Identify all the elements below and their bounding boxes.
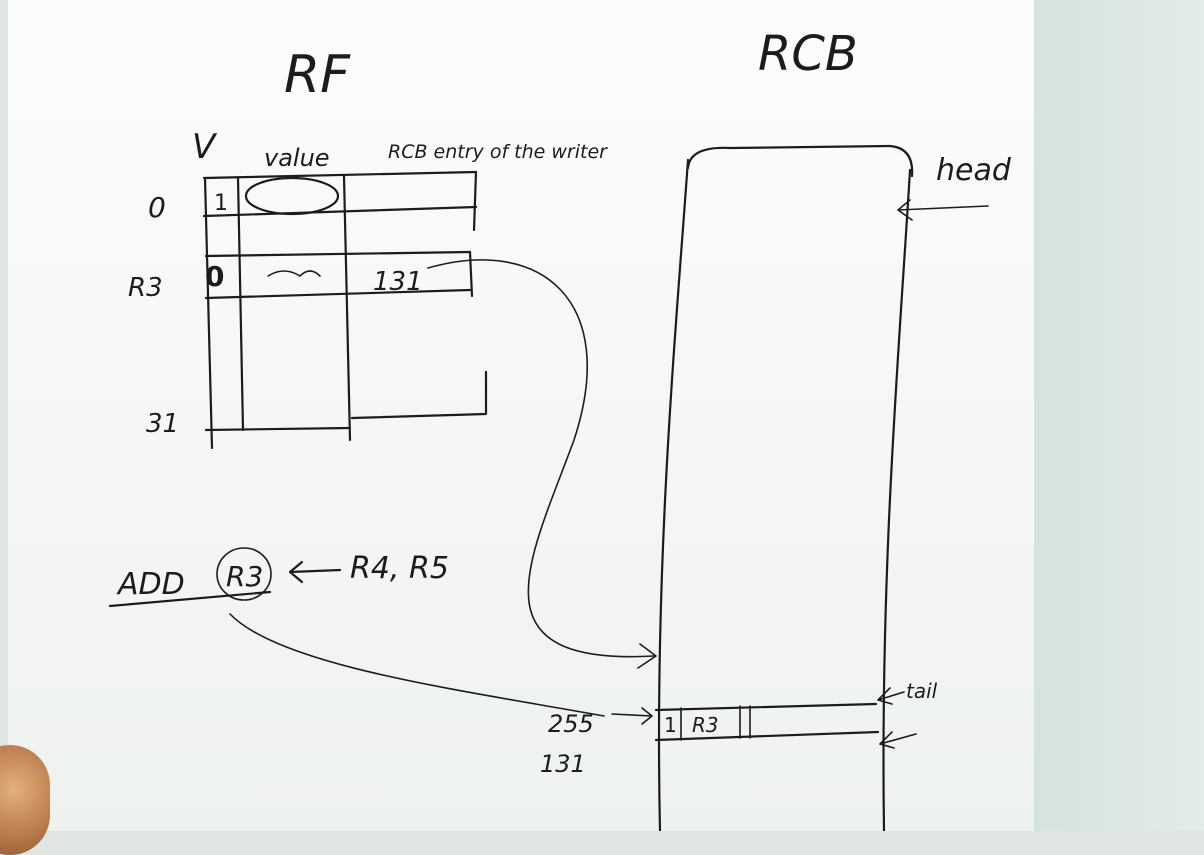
rob-next-entry-arrow xyxy=(879,731,917,749)
rob-entry-bottom-line xyxy=(654,730,880,742)
rf-table-right-edge-bottom xyxy=(350,370,488,420)
instruction-underline xyxy=(108,590,272,608)
rf-col-rob-entry-header: RCB entry of the writer xyxy=(388,141,608,163)
finger-in-frame xyxy=(0,745,50,855)
rf-col-value-header: value xyxy=(264,144,330,172)
rf-table-valid-divider xyxy=(236,176,245,432)
rob-index-arrow xyxy=(611,707,653,725)
rf-r3-rob-index: 131 xyxy=(373,267,423,297)
rob-entry-r3: 1 R3 xyxy=(654,702,880,742)
rf-r0-valid-bit: 1 xyxy=(214,191,228,216)
rf-table-row-line-2 xyxy=(204,250,472,258)
rf-title: RF xyxy=(284,45,351,105)
rob-entry-dest-reg: R3 xyxy=(692,713,719,737)
background-margin xyxy=(1034,0,1204,831)
rf-to-rob-pointer-curve xyxy=(427,259,655,658)
rf-r3-value-scribble xyxy=(267,270,321,277)
rf-to-rob-arrowhead xyxy=(637,643,657,669)
rob-entry-index-131: 131 xyxy=(540,750,586,778)
rf-table-right-edge-mid xyxy=(468,250,474,298)
instruction-assign-arrow xyxy=(288,560,342,584)
instruction-to-rob-curve xyxy=(229,613,605,717)
instruction-dest-reg: R3 xyxy=(226,560,263,593)
rob-entry-dividers xyxy=(680,705,751,741)
rf-table xyxy=(202,170,488,450)
rf-row-label-0: 0 xyxy=(148,191,166,224)
paper-sheet xyxy=(8,0,1034,831)
rob-buffer-top xyxy=(686,144,914,178)
rf-r3-valid-bit: 0 xyxy=(205,260,224,293)
rob-entry-index-255: 255 xyxy=(548,710,594,738)
rf-table-row-line-top xyxy=(202,170,478,180)
rob-buffer xyxy=(657,144,914,831)
rob-tail-label: tail xyxy=(906,679,938,703)
rob-tail-arrow xyxy=(877,687,905,705)
rf-col-rob-entry-header-line: RCB entry of the writer xyxy=(388,141,608,163)
diagram-canvas: RF V value RCB entry of the writer 0 R3 … xyxy=(108,26,1012,831)
rob-buffer-left-edge xyxy=(657,158,690,831)
rob-entry-valid-bit: 1 xyxy=(664,713,677,737)
rf-table-row-line-bottom xyxy=(204,426,352,432)
rf-row-label-31: 31 xyxy=(146,409,179,439)
rob-title: RCB xyxy=(758,26,858,82)
rf-table-row-line-1 xyxy=(202,205,478,218)
rf-r0-value-oval xyxy=(244,176,340,216)
rob-buffer-right-edge xyxy=(882,168,912,831)
rob-head-arrow xyxy=(897,199,989,221)
instruction-opcode: ADD xyxy=(116,567,185,602)
rob-head-label: head xyxy=(936,153,1012,188)
rf-table-left-edge xyxy=(203,176,214,450)
rf-row-label-r3: R3 xyxy=(128,273,163,303)
rf-col-valid-header: V xyxy=(192,127,218,167)
rob-entry-top-line xyxy=(654,702,878,712)
rf-table-right-edge-top xyxy=(472,170,478,232)
instruction-sources: R4, R5 xyxy=(350,551,449,586)
rf-table-row-line-3 xyxy=(204,288,472,300)
rf-table-value-divider xyxy=(342,174,352,442)
instruction-dest-circle xyxy=(216,547,272,601)
